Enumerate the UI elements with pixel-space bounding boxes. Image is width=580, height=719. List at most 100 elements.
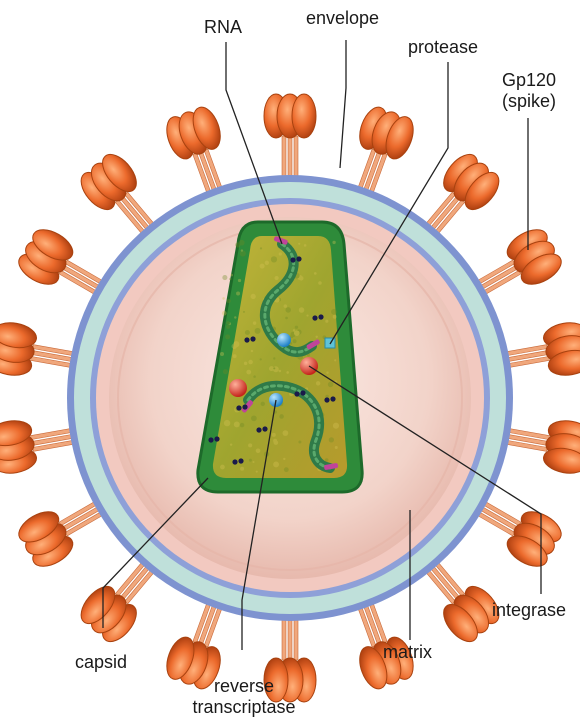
capsid-speck bbox=[252, 461, 254, 463]
capsid-speck bbox=[234, 421, 240, 427]
capsid-speck bbox=[326, 372, 328, 374]
capsid-speck bbox=[222, 311, 227, 316]
nucleotide-dot bbox=[318, 314, 323, 319]
capsid-speck bbox=[304, 244, 307, 247]
label-gp120-name: Gp120 bbox=[494, 70, 564, 91]
label-rt-line1: reverse bbox=[180, 676, 308, 697]
capsid-speck bbox=[332, 241, 335, 244]
capsid-speck bbox=[241, 249, 243, 251]
capsid-speck bbox=[225, 334, 230, 339]
capsid-speck bbox=[236, 291, 240, 295]
gp120-spike bbox=[264, 94, 316, 184]
capsid-speck bbox=[272, 433, 276, 437]
capsid-speck bbox=[260, 264, 265, 269]
capsid-speck bbox=[284, 304, 288, 308]
label-capsid: capsid bbox=[75, 652, 127, 673]
capsid-speck bbox=[246, 370, 251, 375]
reverse-transcriptase-enzyme bbox=[277, 333, 291, 347]
capsid-speck bbox=[298, 243, 300, 245]
nucleotide-dot bbox=[290, 257, 295, 262]
capsid-speck bbox=[273, 461, 279, 467]
capsid-speck bbox=[238, 279, 241, 282]
capsid-speck bbox=[244, 362, 247, 365]
label-protease: protease bbox=[408, 37, 478, 58]
capsid-speck bbox=[233, 354, 237, 358]
capsid-speck bbox=[227, 299, 231, 303]
nucleotide-dot bbox=[300, 390, 305, 395]
capsid-speck bbox=[229, 278, 231, 280]
capsid-speck bbox=[279, 252, 282, 255]
capsid-speck bbox=[260, 247, 262, 249]
label-envelope: envelope bbox=[306, 8, 379, 29]
capsid-speck bbox=[329, 437, 334, 442]
capsid-speck bbox=[249, 459, 252, 462]
capsid-speck bbox=[273, 439, 277, 443]
capsid-speck bbox=[255, 328, 261, 334]
nucleotide-dot bbox=[296, 256, 301, 261]
capsid-speck bbox=[271, 256, 277, 262]
spike-head-lobe bbox=[292, 94, 316, 138]
capsid-speck bbox=[325, 320, 328, 323]
capsid-speck bbox=[240, 423, 245, 428]
nucleotide-dot bbox=[242, 404, 247, 409]
nucleotide-dot bbox=[324, 397, 329, 402]
capsid-speck bbox=[245, 330, 250, 335]
capsid-speck bbox=[335, 446, 338, 449]
capsid-speck bbox=[316, 336, 318, 338]
capsid-speck bbox=[251, 415, 257, 421]
label-integrase: integrase bbox=[492, 600, 566, 621]
nucleotide-dot bbox=[238, 458, 243, 463]
capsid-speck bbox=[220, 352, 224, 356]
label-gp120-sub: (spike) bbox=[494, 91, 564, 112]
capsid-speck bbox=[230, 443, 232, 445]
capsid-speck bbox=[283, 458, 285, 460]
nucleotide-dot bbox=[262, 426, 267, 431]
capsid-speck bbox=[248, 443, 252, 447]
nucleotide-dot bbox=[244, 337, 249, 342]
capsid-speck bbox=[299, 307, 305, 313]
capsid-speck bbox=[260, 358, 262, 360]
capsid-speck bbox=[275, 276, 279, 280]
capsid-speck bbox=[318, 281, 322, 285]
capsid-speck bbox=[235, 242, 240, 247]
leader-envelope bbox=[340, 40, 346, 168]
capsid-speck bbox=[256, 471, 258, 473]
capsid-speck bbox=[223, 369, 228, 374]
nucleotide-dot bbox=[236, 405, 241, 410]
nucleotide-dot bbox=[330, 396, 335, 401]
capsid-speck bbox=[334, 359, 336, 361]
capsid-speck bbox=[256, 448, 261, 453]
capsid-speck bbox=[226, 321, 230, 325]
nucleotide-dot bbox=[208, 437, 213, 442]
capsid-speck bbox=[284, 467, 289, 472]
label-rna: RNA bbox=[204, 17, 242, 38]
capsid-speck bbox=[295, 326, 298, 329]
capsid-speck bbox=[283, 430, 289, 436]
capsid-speck bbox=[248, 360, 253, 365]
nucleotide-dot bbox=[214, 436, 219, 441]
integrase-enzyme bbox=[229, 379, 247, 397]
capsid-speck bbox=[251, 294, 256, 299]
capsid-speck bbox=[230, 274, 233, 277]
capsid-speck bbox=[234, 316, 236, 318]
capsid-speck bbox=[253, 321, 256, 324]
capsid-speck bbox=[220, 465, 225, 470]
capsid-speck bbox=[273, 366, 279, 372]
capsid-speck bbox=[240, 467, 244, 471]
nucleotide-dot bbox=[232, 459, 237, 464]
nucleotide-dot bbox=[250, 336, 255, 341]
capsid-speck bbox=[286, 371, 289, 374]
capsid-speck bbox=[285, 307, 291, 313]
capsid-speck bbox=[224, 420, 230, 426]
label-rt-line2: transcriptase bbox=[180, 697, 308, 718]
capsid-speck bbox=[298, 440, 301, 443]
capsid-speck bbox=[253, 375, 256, 378]
capsid-speck bbox=[273, 367, 275, 369]
capsid-speck bbox=[261, 402, 265, 406]
capsid-speck bbox=[251, 350, 253, 352]
capsid-speck bbox=[306, 315, 308, 317]
capsid-speck bbox=[316, 381, 320, 385]
nucleotide-dot bbox=[294, 391, 299, 396]
capsid-speck bbox=[222, 275, 227, 280]
capsid-speck bbox=[285, 317, 288, 320]
